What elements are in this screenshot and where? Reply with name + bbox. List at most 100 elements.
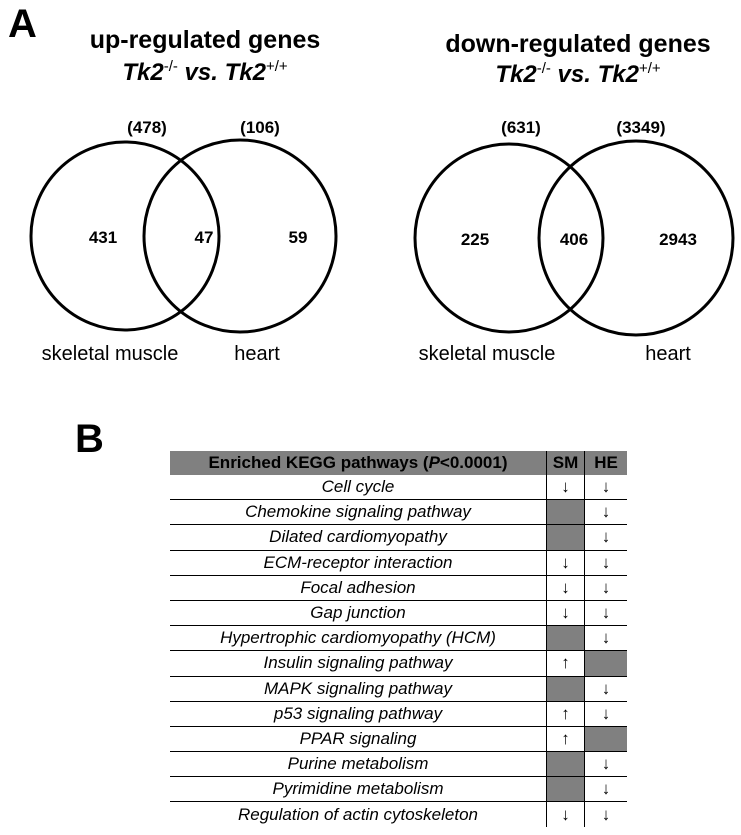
he-direction — [584, 650, 627, 677]
he-direction: ↓ — [584, 676, 627, 702]
sm-column-header: SM — [546, 451, 585, 475]
down-right-total: (3349) — [616, 118, 665, 137]
kegg-table-body: Cell cycle↓↓Chemokine signaling pathway↓… — [170, 475, 627, 827]
pathway-name: Cell cycle — [170, 475, 547, 501]
up-right-total: (106) — [240, 118, 280, 137]
he-direction: ↓ — [584, 524, 627, 551]
down-left-label: skeletal muscle — [419, 343, 556, 365]
he-direction: ↓ — [584, 575, 627, 601]
header-prefix: Enriched KEGG pathways ( — [208, 453, 429, 472]
sm-direction — [546, 625, 585, 652]
table-row: MAPK signaling pathway ↓ — [170, 676, 627, 702]
venn-diagrams: (478) (106) 431 47 59 skeletal muscle he… — [29, 118, 735, 365]
pathway-name: Hypertrophic cardiomyopathy (HCM) — [170, 625, 547, 652]
up-right-label: heart — [234, 343, 280, 365]
table-row: Pyrimidine metabolism ↓ — [170, 776, 627, 803]
pathway-name: Purine metabolism — [170, 751, 547, 778]
down-venn-title: down-regulated genes — [445, 30, 711, 58]
panel-a-letter: A — [8, 2, 37, 46]
pathway-name: ECM-receptor interaction — [170, 550, 547, 576]
pathway-name: p53 signaling pathway — [170, 701, 547, 727]
pathway-name: Focal adhesion — [170, 575, 547, 601]
sm-direction — [546, 751, 585, 778]
table-row: Focal adhesion↓↓ — [170, 575, 627, 601]
down-heart-circle — [537, 139, 735, 337]
up-venn-title: up-regulated genes — [89, 26, 321, 54]
down-left-only-count: 225 — [461, 230, 489, 249]
sm-direction: ↑ — [546, 701, 585, 727]
up-left-total: (478) — [127, 118, 167, 137]
table-row: PPAR signaling↑ — [170, 726, 627, 753]
he-direction: ↓ — [584, 475, 627, 501]
vs-text: vs. — [177, 59, 225, 86]
he-column-header: HE — [584, 451, 627, 475]
sm-direction: ↓ — [546, 575, 585, 601]
pathway-name: Pyrimidine metabolism — [170, 776, 547, 803]
sm-direction: ↑ — [546, 726, 585, 753]
up-skeletal-muscle-circle — [29, 140, 221, 332]
sm-direction: ↓ — [546, 475, 585, 501]
he-direction: ↓ — [584, 751, 627, 778]
sm-direction: ↓ — [546, 801, 585, 827]
down-overlap-count: 406 — [560, 230, 588, 249]
panel-b-letter: B — [75, 417, 104, 461]
genotype-superscript: -/- — [163, 58, 178, 75]
he-direction: ↓ — [601, 804, 611, 824]
table-row: p53 signaling pathway↑↓ — [170, 701, 627, 727]
table-row: Insulin signaling pathway↑ — [170, 650, 627, 677]
sm-direction: ↑ — [546, 650, 585, 677]
genotype-superscript: +/+ — [265, 58, 288, 75]
up-right-only-count: 59 — [289, 228, 308, 247]
sm-direction: ↓ — [546, 550, 585, 576]
kegg-header-row: Enriched KEGG pathways (P<0.0001) SM HE — [170, 451, 627, 475]
down-venn-subtitle: Tk2-/- vs. Tk2+/+ — [398, 61, 741, 89]
table-row: Hypertrophic cardiomyopathy (HCM) ↓ — [170, 625, 627, 652]
down-right-label: heart — [645, 343, 691, 365]
gene-name: Tk2 — [597, 61, 639, 88]
sm-direction — [546, 776, 585, 803]
up-overlap-count: 47 — [195, 228, 214, 247]
he-direction: ↓ — [584, 625, 627, 652]
vs-text: vs. — [550, 61, 598, 88]
pathway-name: PPAR signaling — [170, 726, 547, 753]
gene-name: Tk2 — [224, 59, 266, 86]
he-direction: ↓ — [584, 499, 627, 526]
table-row: Cell cycle↓↓ — [170, 475, 627, 501]
down-right-only-count: 2943 — [659, 230, 697, 249]
genotype-superscript: +/+ — [638, 60, 661, 77]
pathway-name: MAPK signaling pathway — [170, 676, 547, 702]
table-row: Chemokine signaling pathway ↓ — [170, 499, 627, 526]
pathways-column-header: Enriched KEGG pathways (P<0.0001) — [170, 451, 547, 475]
gene-name: Tk2 — [122, 59, 164, 86]
p-symbol: P — [428, 453, 440, 472]
table-row: ECM-receptor interaction↓↓ — [170, 550, 627, 576]
table-row: Gap junction↓↓ — [170, 600, 627, 627]
genotype-superscript: -/- — [536, 60, 551, 77]
he-direction: ↓ — [584, 701, 627, 727]
pathway-name: Insulin signaling pathway — [170, 650, 547, 677]
pathway-name: Dilated cardiomyopathy — [170, 524, 547, 551]
table-row: Regulation of actin cytoskeleton↓↓ — [170, 801, 627, 827]
up-venn-subtitle: Tk2-/- vs. Tk2+/+ — [25, 59, 385, 87]
pathway-name: Gap junction — [170, 600, 547, 627]
sm-direction: ↓ — [546, 600, 585, 627]
he-direction — [584, 726, 627, 753]
he-direction: ↓ — [584, 600, 627, 627]
up-heart-circle — [142, 138, 338, 334]
down-skeletal-muscle-circle — [413, 142, 605, 334]
up-left-label: skeletal muscle — [42, 343, 179, 365]
gene-name: Tk2 — [495, 61, 537, 88]
kegg-pathways-table: Enriched KEGG pathways (P<0.0001) SM HE … — [170, 451, 627, 827]
pathway-name: Regulation of actin cytoskeleton — [170, 801, 547, 827]
sm-direction — [546, 676, 585, 702]
he-direction: ↓ — [584, 550, 627, 576]
table-row: Dilated cardiomyopathy ↓ — [170, 524, 627, 551]
sm-direction — [546, 524, 585, 551]
header-suffix: <0.0001) — [439, 453, 508, 472]
sm-direction — [546, 499, 585, 526]
down-left-total: (631) — [501, 118, 541, 137]
pathway-name: Chemokine signaling pathway — [170, 499, 547, 526]
table-row: Purine metabolism ↓ — [170, 751, 627, 778]
he-direction: ↓ — [584, 776, 627, 803]
up-left-only-count: 431 — [89, 228, 117, 247]
